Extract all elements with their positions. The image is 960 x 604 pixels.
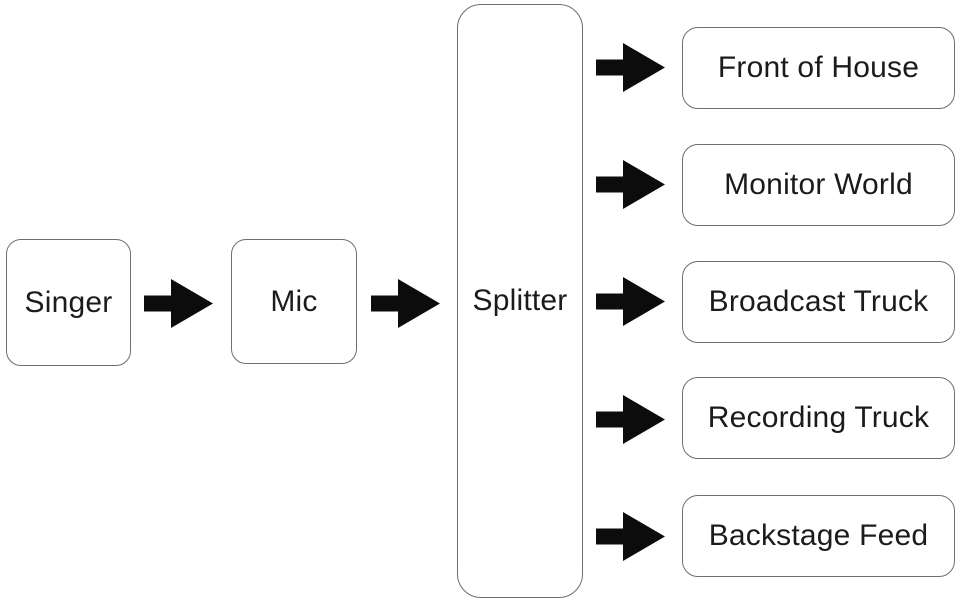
node-broadcast-truck: Broadcast Truck [682,261,955,343]
node-splitter: Splitter [457,4,583,598]
node-splitter-label: Splitter [472,284,568,317]
node-singer: Singer [6,239,131,366]
arrow-right-icon [144,276,214,331]
node-broadcast-truck-label: Broadcast Truck [708,285,929,318]
arrow-right-icon [596,274,666,329]
arrow-right-icon [596,157,666,212]
node-recording-truck: Recording Truck [682,377,955,459]
node-monitor-world: Monitor World [682,144,955,226]
node-mic: Mic [231,239,357,364]
arrow-right-icon [596,40,666,95]
node-front-of-house-label: Front of House [717,51,920,84]
node-backstage-feed: Backstage Feed [682,495,955,577]
node-recording-truck-label: Recording Truck [707,401,930,434]
arrow-right-icon [371,276,441,331]
node-front-of-house: Front of House [682,27,955,109]
node-monitor-world-label: Monitor World [724,168,913,201]
node-backstage-feed-label: Backstage Feed [708,519,929,552]
arrow-right-icon [596,392,666,447]
node-singer-label: Singer [24,285,113,319]
arrow-right-icon [596,509,666,564]
node-mic-label: Mic [270,284,318,318]
